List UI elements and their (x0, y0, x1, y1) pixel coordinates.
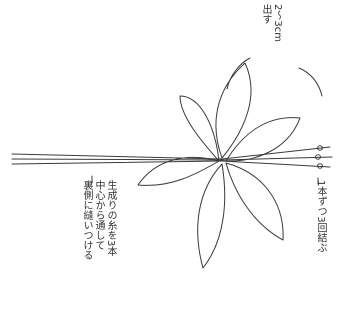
petal-lower-right (225, 162, 284, 241)
thread-left-3 (11, 160, 223, 165)
label-knot-text: 1本ずつ3回結ぶ (315, 180, 326, 253)
dimension-arc-right (298, 67, 323, 97)
knot-2 (315, 154, 321, 160)
knot-3 (317, 163, 323, 169)
petal-right (225, 117, 301, 162)
knot-1 (317, 145, 323, 151)
label-thread: 生成りの糸を3本 中心から通して 裏側に縫いつける (80, 180, 116, 260)
thread-right-1 (221, 146, 331, 160)
petal-bottom (197, 163, 226, 269)
thread-right-3 (221, 160, 331, 168)
thread-left-1 (11, 153, 223, 160)
label-thread-line1: 生成りの糸を3本 (105, 180, 116, 257)
petal-upper-left (179, 95, 220, 162)
dimension-arc-left (226, 57, 251, 90)
petal-top (215, 62, 252, 159)
label-length-line1: 2〜3cm (272, 4, 283, 42)
label-length: 2〜3cm 出す (259, 4, 283, 42)
label-knot: 1本ずつ3回結ぶ (314, 180, 326, 253)
label-thread-line3: 裏側に縫いつける (81, 180, 92, 260)
label-length-line2: 出す (260, 4, 271, 24)
thread-left-2 (11, 158, 223, 161)
petal-left (137, 156, 220, 186)
label-thread-line2: 中心から通して (93, 180, 104, 250)
thread-right-2 (221, 156, 333, 161)
